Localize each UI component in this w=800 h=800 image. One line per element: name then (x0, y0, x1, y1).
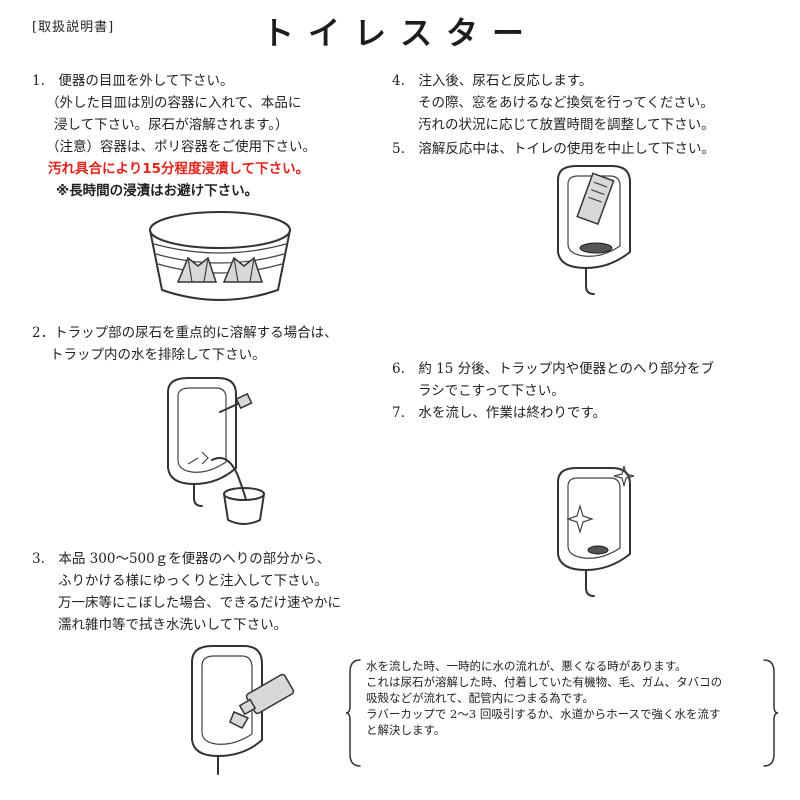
product-box (576, 172, 615, 226)
product-bottle (238, 673, 295, 716)
step-4-line-1: 4. 注入後、尿石と反応します。 (392, 73, 593, 89)
step-3: 3. 本品 300〜500ｇを便器のへりの部分から、 ふりかける様にゆっくりと注… (32, 548, 341, 636)
step-4-line-3: 汚れの状況に応じて放置時間を調整して下さい。 (418, 117, 715, 133)
soaking-basin-illustration (149, 211, 291, 301)
siphon-drain-illustration (167, 377, 265, 525)
step-7-line-1: 7. 水を流し、作業は終わりです。 (392, 405, 607, 421)
step-1-line-2: （外した目皿は別の容器に入れて、本品に (46, 95, 302, 111)
step-2-line-2: トラップ内の水を排除して下さい。 (50, 347, 266, 363)
step-3-line-2: ふりかける様にゆっくりと注入して下さい。 (58, 573, 328, 589)
sparkle-icon (566, 503, 594, 535)
page-title: トイレスター (262, 14, 539, 52)
note-bracket-frame (346, 659, 778, 767)
sparkle-icon (613, 465, 635, 487)
note-line-4: ラバーカップで 2〜3 回吸引するか、水道からホースで強く水を流す (366, 707, 721, 721)
step-1-caution: （注意）容器は、ポリ容器をご使用下さい。 (46, 139, 316, 155)
step-1-line-3: 浸して下さい。尿石が溶解されます。） (54, 117, 289, 133)
step-3-line-4: 濡れ雑巾等で拭き水洗いして下さい。 (58, 617, 288, 633)
step-5: 5. 溶解反応中は、トイレの使用を中止して下さい。 (392, 138, 715, 160)
note-line-5: と解決します。 (366, 723, 446, 737)
drain-cover-left (176, 256, 218, 283)
clean-urinal-illustration (557, 465, 635, 597)
step-5-line-1: 5. 溶解反応中は、トイレの使用を中止して下さい。 (392, 141, 715, 157)
step-1-line-1: 1. 便器の目皿を外して下さい。 (32, 73, 234, 89)
drain-cover-right (222, 256, 264, 283)
document-label: [取扱説明書] (32, 20, 115, 35)
step-1: 1. 便器の目皿を外して下さい。 （外した目皿は別の容器に入れて、本品に 浸して… (32, 70, 316, 202)
step-2-line-1: 2．トラップ部の尿石を重点的に溶解する場合は、 (32, 325, 338, 341)
note-line-2: これは尿石が溶解した時、付着していた有機物、毛、ガム、タバコの (366, 675, 723, 689)
step-6: 6. 約 15 分後、トラップ内や便器とのへり部分をブ ラシでこすって下さい。 (392, 358, 714, 402)
step-4-line-2: その際、窓をあけるなど換気を行ってください。 (418, 95, 714, 111)
step-4: 4. 注入後、尿石と反応します。 その際、窓をあけるなど換気を行ってください。 … (392, 70, 715, 136)
bucket (223, 487, 265, 525)
pouring-illustration (191, 645, 295, 775)
step-7: 7. 水を流し、作業は終わりです。 (392, 402, 606, 424)
note-line-3: 吸殻などが流れて、配管内につまる為です。 (366, 691, 594, 705)
step-6-line-2: ラシでこすって下さい。 (418, 383, 565, 399)
step-2: 2．トラップ部の尿石を重点的に溶解する場合は、 トラップ内の水を排除して下さい。 (32, 322, 338, 366)
step-6-line-1: 6. 約 15 分後、トラップ内や便器とのへり部分をブ (392, 361, 715, 377)
urinal-reacting-illustration (557, 165, 631, 295)
step-1-warning-note: ※長時間の浸漬はお避け下さい。 (56, 183, 259, 199)
note-box: 水を流した時、一時的に水の流れが、悪くなる時があります。 これは尿石が溶解した時… (352, 658, 770, 766)
step-1-warning-red: 汚れ具合により15分程度浸漬して下さい。 (48, 161, 310, 177)
step-3-line-3: 万一床等にこぼした場合、できるだけ速やかに (58, 595, 341, 611)
note-line-1: 水を流した時、一時的に水の流れが、悪くなる時があります。 (366, 659, 687, 673)
step-3-line-1: 3. 本品 300〜500ｇを便器のへりの部分から、 (32, 551, 331, 567)
